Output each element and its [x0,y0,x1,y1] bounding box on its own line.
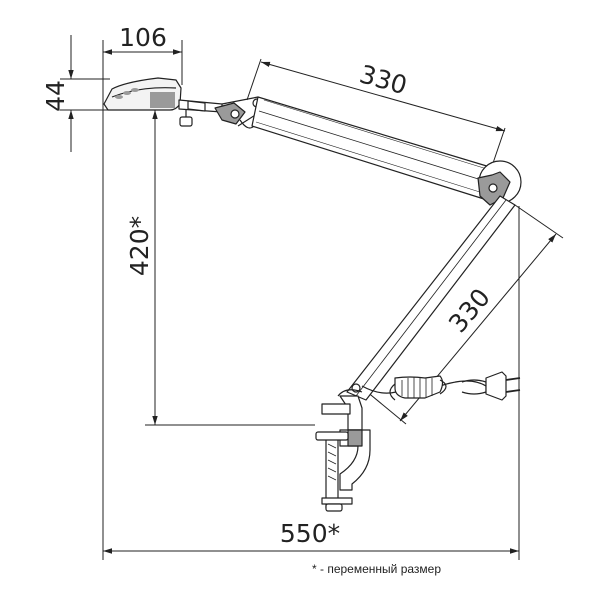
dim-head-height: 44 [41,80,70,112]
dim-head-width: 106 [119,23,167,52]
dim-upper-arm: 330 [356,59,410,100]
dim-total-reach: 550* [280,519,340,548]
power-cable [361,371,521,401]
elbow-joint [477,160,522,206]
table-clamp [315,389,371,512]
footnote-variable-size: * - переменный размер [312,562,442,576]
dim-height: 420* [125,216,154,276]
lamp [103,77,522,512]
upper-arm [251,96,491,200]
dim-lower-arm: 330 [443,283,496,338]
lamp-head [103,77,193,127]
